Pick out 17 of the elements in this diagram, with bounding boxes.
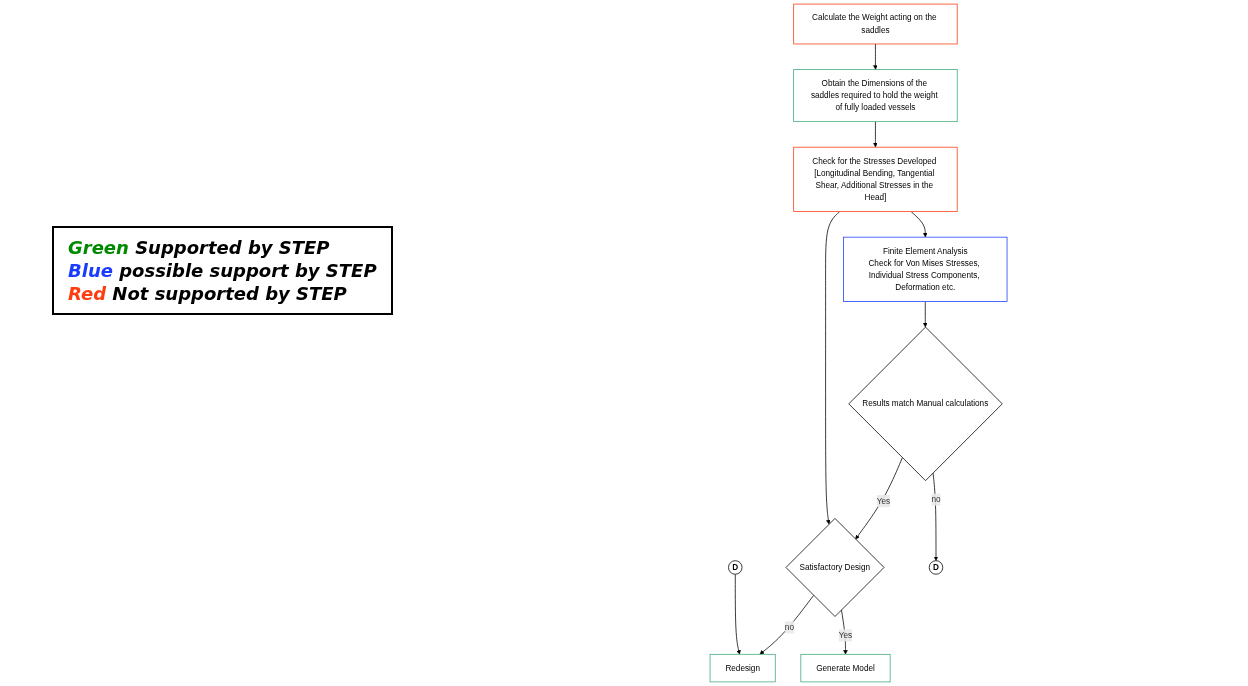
legend-entry: Blue possible support by STEP — [68, 259, 377, 282]
legend-entry: Green Supported by STEP — [68, 236, 331, 259]
node-diamond: Satisfactory Design — [786, 518, 885, 617]
node-box: Generate Model — [800, 653, 891, 683]
node-circle: D — [929, 560, 944, 575]
node-box: Finite Element Analysis Check for Von Mises Stresses, Individual Stress Components, Deformation etc. — [843, 236, 1008, 302]
node-diamond: Results match Manual calculations — [848, 326, 1004, 481]
node-box: Redesign — [710, 653, 777, 683]
edge-label: no — [785, 622, 795, 632]
edge-label: no — [931, 494, 941, 504]
edge-label: Yes — [877, 496, 891, 506]
node-box: Obtain the Dimensions of the saddles required to hold the weight of fully loaded vessels — [793, 69, 959, 123]
legend-entry: Red Not supported by STEP — [68, 282, 348, 305]
node-circle: D — [728, 560, 743, 575]
node-box: Check for the Stresses Developed [Longitudinal Bending, Tangential Shear, Additional Stresses in the Head] — [793, 146, 959, 212]
node-box: Calculate the Weight acting on the saddles — [793, 3, 959, 45]
edge-label: Yes — [839, 630, 853, 640]
